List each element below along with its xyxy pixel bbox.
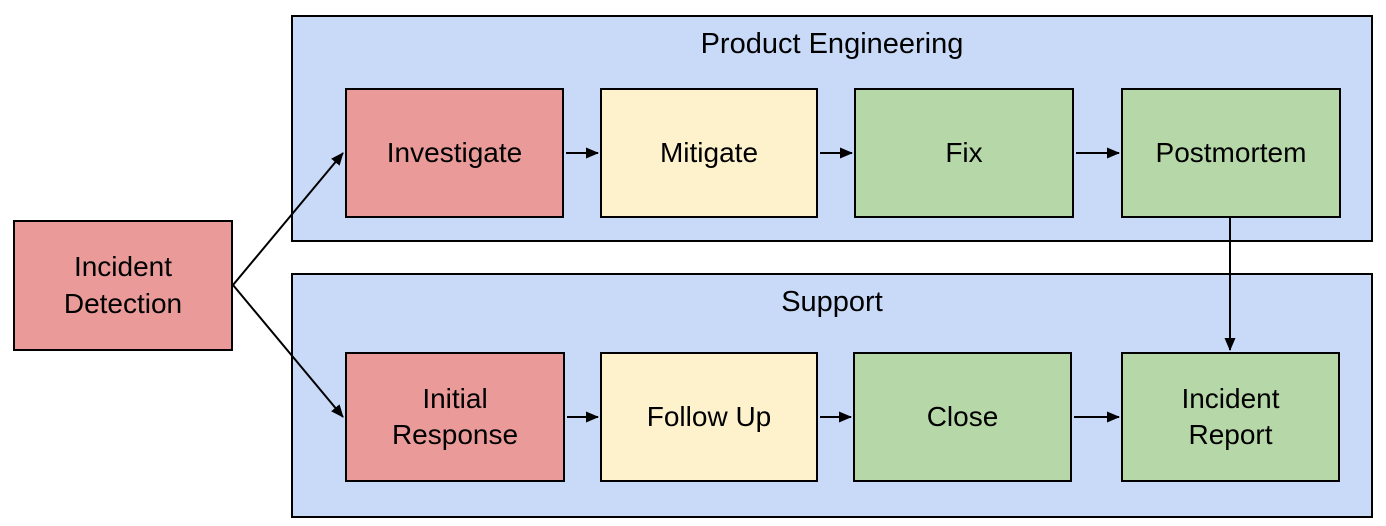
lane-title-support: Support: [781, 286, 883, 318]
node-postmortem: Postmortem: [1121, 88, 1341, 218]
node-label: Incident Report: [1181, 382, 1280, 450]
node-label: Initial Response: [391, 382, 519, 450]
node-label: Incident Detection: [63, 251, 183, 319]
node-investigate: Investigate: [345, 88, 564, 218]
node-mitigate: Mitigate: [600, 88, 818, 218]
node-label: Mitigate: [659, 136, 759, 168]
node-close: Close: [853, 352, 1072, 482]
lane-title-product-engineering: Product Engineering: [700, 28, 964, 60]
node-incident-detection: Incident Detection: [13, 220, 233, 351]
node-fix: Fix: [854, 88, 1074, 218]
node-initial-response: Initial Response: [345, 352, 565, 482]
node-label: Fix: [945, 136, 983, 168]
node-incident-report: Incident Report: [1121, 352, 1340, 482]
node-follow-up: Follow Up: [600, 352, 818, 482]
node-label: Postmortem: [1155, 136, 1307, 168]
node-label: Follow Up: [646, 400, 772, 432]
node-label: Investigate: [386, 136, 523, 168]
node-label: Close: [926, 400, 999, 432]
